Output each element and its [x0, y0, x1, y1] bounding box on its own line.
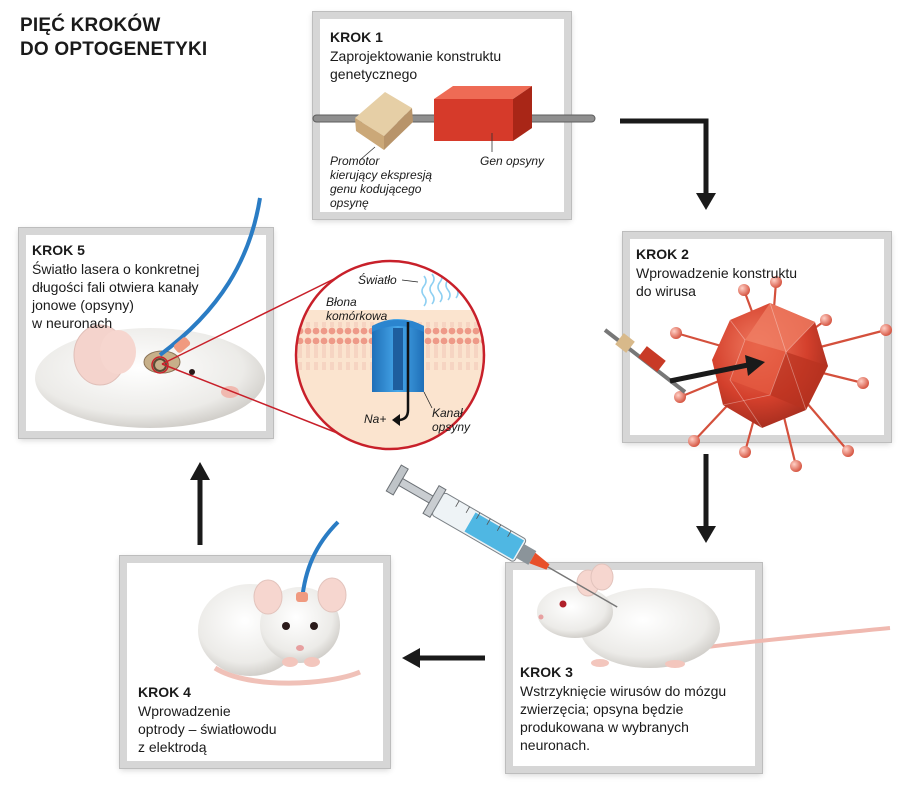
opsin-gene-label: Gen opsyny	[480, 154, 545, 168]
step1-text-line1: Zaprojektowanie konstruktu	[330, 48, 502, 64]
channel-label: Kanał opsyny	[432, 406, 470, 434]
arrow-step1-to-step2	[620, 118, 709, 195]
step2-text-line2: do wirusa	[636, 283, 696, 299]
arrow-heads	[190, 193, 716, 668]
step4-heading: KROK 4	[138, 684, 191, 700]
step3-text-line1: Wstrzyknięcie wirusów do mózgu	[520, 683, 727, 699]
step3-description: Wstrzyknięcie wirusów do mózgu zwierzęci…	[520, 682, 726, 754]
virus-graphic	[603, 276, 892, 472]
step2-description: Wprowadzenie konstruktu do wirusa	[636, 264, 797, 300]
dna-construct	[312, 86, 596, 161]
step5-text-line1: Światło lasera o konkretnej	[32, 261, 200, 277]
step4-description: Wprowadzenie optrody – światłowodu z ele…	[138, 702, 277, 756]
step5-heading: KROK 5	[32, 242, 85, 258]
promoter-label-line1: Promotor	[330, 154, 380, 168]
step3-heading: KROK 3	[520, 664, 573, 680]
membrane-label-line2: komórkowa	[326, 309, 388, 323]
step3-text-line2: zwierzęcia; opsyna będzie	[520, 701, 684, 717]
opsin-gene-box	[434, 86, 532, 141]
promoter-cube	[355, 92, 413, 150]
step5-text-line4: w neuronach	[32, 315, 113, 331]
step1-text-line2: genetycznego	[330, 66, 418, 82]
step5-text-line2: długości fali otwiera kanały	[32, 279, 199, 295]
sodium-ion-label: Na+	[364, 412, 387, 426]
membrane-label-line1: Błona	[326, 295, 357, 309]
ion-channel-inset	[294, 259, 486, 451]
step4-text-line3: z elektrodą	[138, 739, 207, 755]
step4-mouse	[198, 520, 361, 686]
channel-label-line1: Kanał	[432, 406, 463, 420]
step4-text-line2: optrody – światłowodu	[138, 721, 277, 737]
mini-construct	[603, 328, 687, 394]
step1-heading: KROK 1	[330, 29, 383, 45]
promoter-label-line2: kierujący ekspresją	[330, 168, 433, 182]
flow-arrows	[197, 118, 709, 661]
syringe	[385, 464, 618, 608]
page-title: PIĘĆ KROKÓW DO OPTOGENETYKI	[20, 14, 207, 62]
membrane-label: Błona komórkowa	[326, 295, 387, 323]
title-line-1: PIĘĆ KROKÓW	[20, 15, 161, 36]
promoter-label-line4: opsynę	[330, 196, 369, 210]
step3-text-line4: neuronach.	[520, 737, 591, 753]
step5-text-line3: jonowe (opsyny)	[32, 297, 134, 313]
step3-text-line3: produkowana w wybranych	[520, 719, 689, 735]
inset-callout-lines	[151, 276, 351, 439]
step2-heading: KROK 2	[636, 246, 689, 262]
channel-label-line2: opsyny	[432, 420, 471, 434]
light-label: Światło	[358, 273, 397, 287]
promoter-label: Promotor kierujący ekspresją genu kodują…	[330, 154, 432, 210]
step1-description: Zaprojektowanie konstruktu genetycznego	[330, 47, 501, 83]
step2-text-line1: Wprowadzenie konstruktu	[636, 265, 798, 281]
promoter-label-line3: genu kodującego	[330, 182, 422, 196]
step4-text-line1: Wprowadzenie	[138, 703, 231, 719]
step5-mouse	[35, 197, 265, 428]
step3-mouse	[537, 563, 891, 668]
title-line-2: DO OPTOGENETYKI	[20, 39, 208, 60]
step5-description: Światło lasera o konkretnej długości fal…	[32, 260, 199, 332]
